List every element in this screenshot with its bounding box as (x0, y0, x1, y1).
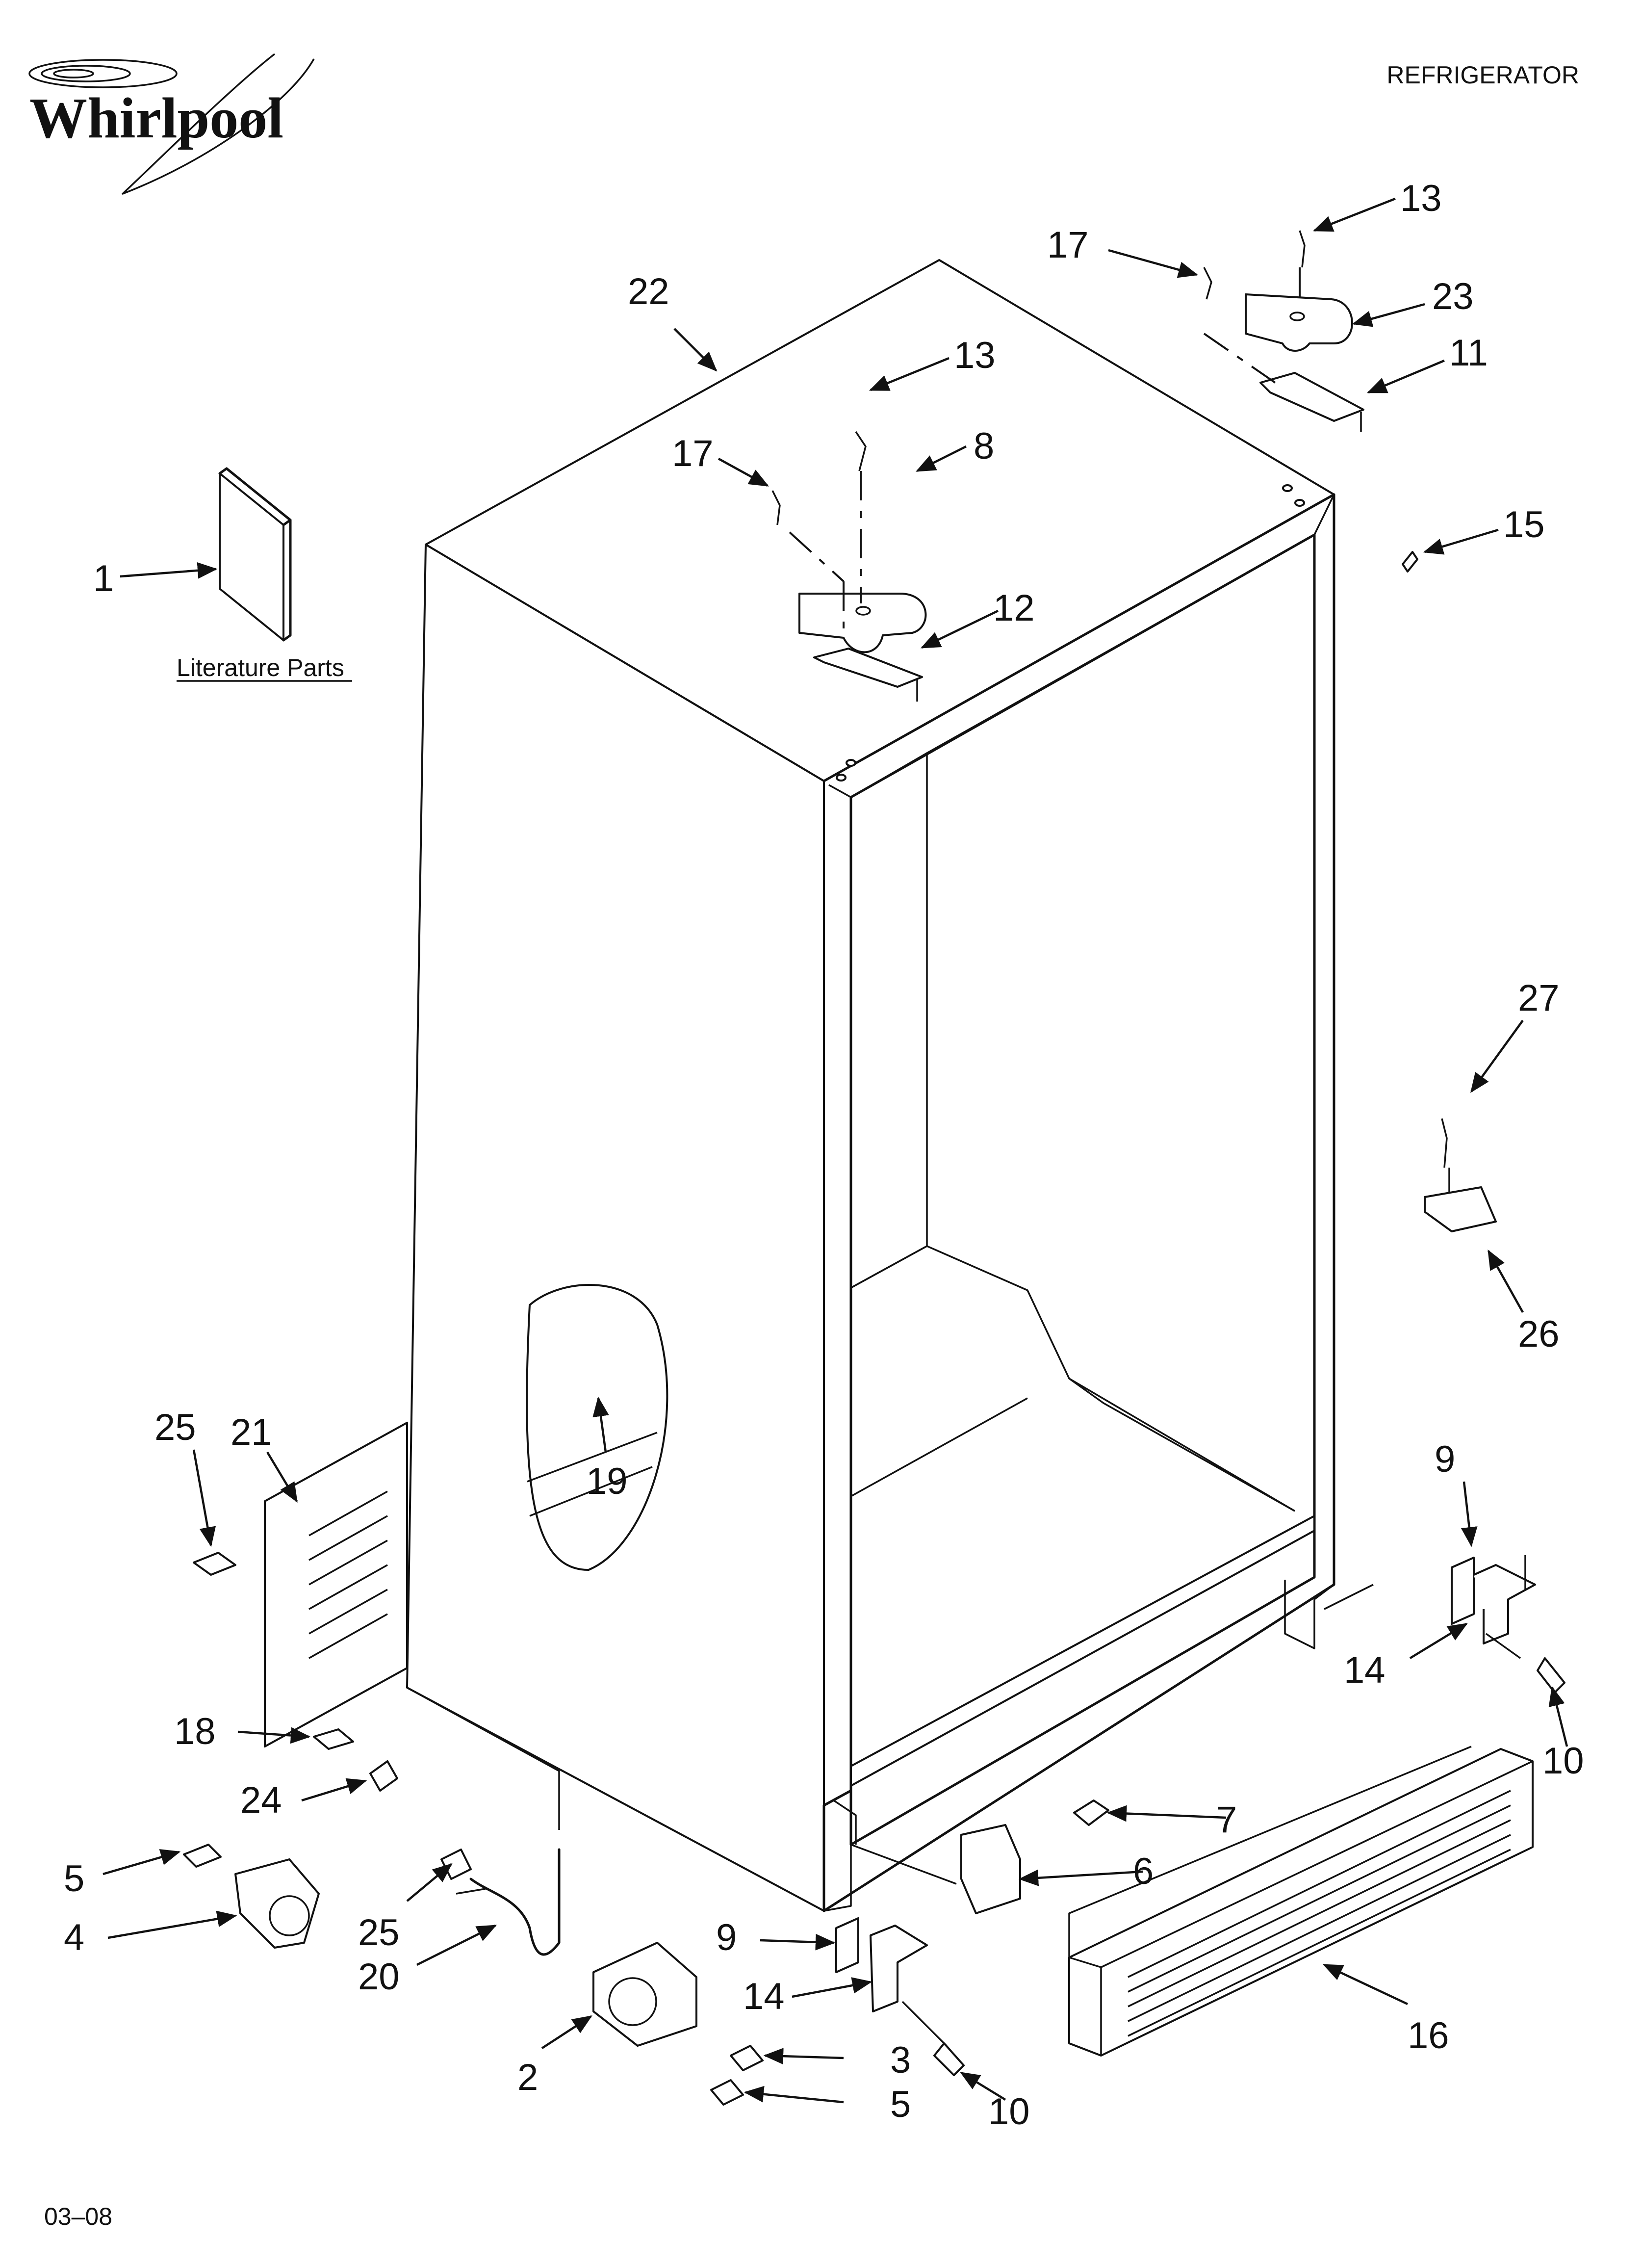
grille-kickplate (1068, 1746, 1534, 2057)
screw-13-right (1299, 230, 1306, 268)
lower-left-hardware (183, 1728, 561, 1956)
callout-13-right: 13 (1400, 178, 1442, 219)
door-stop-bracket (1424, 1118, 1497, 1232)
screw-5-left (183, 1844, 222, 1868)
callout-13-center: 13 (954, 335, 996, 376)
top-hinge-right (1203, 230, 1418, 573)
leader-lines (103, 197, 1568, 2104)
lower-center-bracket (960, 1799, 1109, 1914)
screw-3 (730, 2045, 764, 2071)
callout-24: 24 (240, 1779, 282, 1821)
callout-6: 6 (1133, 1851, 1154, 1892)
screw-25-front (440, 1849, 472, 1880)
screw-17-right (1203, 267, 1212, 300)
roller-2 (592, 1942, 697, 2047)
callout-15: 15 (1503, 504, 1545, 546)
callout-5-left: 5 (64, 1858, 84, 1900)
callout-9-bottom: 9 (716, 1917, 737, 1958)
screw-13-center (855, 431, 867, 471)
callout-2: 2 (517, 2057, 538, 2098)
callout-18: 18 (174, 1711, 216, 1752)
callout-19: 19 (586, 1460, 628, 1502)
callout-22: 22 (628, 271, 669, 313)
callout-25-front: 25 (358, 1912, 400, 1954)
callout-12: 12 (993, 587, 1035, 629)
callout-1: 1 (93, 558, 114, 600)
bottom-center-hardware (592, 1917, 965, 2106)
callout-5-bottom: 5 (890, 2084, 911, 2125)
rear-access-cover (193, 1422, 408, 1747)
callout-17-right: 17 (1047, 224, 1089, 266)
date-code: 03–08 (44, 2203, 112, 2230)
callout-11: 11 (1449, 332, 1488, 374)
screw-5-bottom (710, 2079, 744, 2106)
callout-20: 20 (358, 1956, 400, 1998)
hinge-bracket-right (1259, 372, 1364, 422)
clip-24 (369, 1760, 398, 1792)
hinge-pin-15 (1402, 551, 1418, 573)
refrigerator-cabinet (406, 259, 1335, 1912)
callout-27: 27 (1518, 977, 1560, 1019)
callout-7: 7 (1216, 1799, 1237, 1841)
brand-wordmark: Whirlpool (29, 86, 283, 150)
callout-3: 3 (890, 2039, 911, 2081)
screw-10-right (1537, 1657, 1565, 1694)
shim-9-bottom (835, 1917, 859, 1973)
callout-25-rear: 25 (154, 1407, 196, 1448)
callout-14-right: 14 (1344, 1649, 1385, 1691)
product-title: REFRIGERATOR (1386, 61, 1579, 89)
callout-numbers: 1 2 3 4 5 5 6 7 8 9 9 10 10 11 12 13 13 … (64, 178, 1584, 2133)
drain-tube-20 (469, 1848, 561, 1956)
callout-8: 8 (974, 425, 994, 467)
callout-23: 23 (1432, 276, 1474, 317)
callout-21: 21 (231, 1411, 272, 1453)
screw-7 (1073, 1799, 1109, 1826)
hinge-bracket-center (813, 648, 923, 688)
callout-16: 16 (1408, 2015, 1449, 2057)
literature-caption: Literature Parts (177, 654, 344, 681)
hinge-14-bottom (870, 1925, 928, 2012)
callout-17-center: 17 (672, 433, 714, 474)
callout-4: 4 (64, 1917, 84, 1958)
hinge-cover-right (1245, 293, 1353, 352)
callout-14-bottom: 14 (743, 1976, 785, 2017)
roller-4 (234, 1858, 320, 1949)
callout-10-right: 10 (1542, 1740, 1584, 1782)
callout-10-bottom: 10 (988, 2091, 1030, 2133)
literature-parts: Literature Parts (177, 467, 352, 682)
callout-9-right: 9 (1435, 1438, 1455, 1480)
top-hinge-center (771, 431, 927, 782)
screw-27 (1441, 1118, 1448, 1168)
hinge-cover-center (798, 593, 927, 653)
callout-26: 26 (1518, 1313, 1560, 1355)
screw-18 (313, 1728, 354, 1750)
whirlpool-logo: Whirlpool (28, 53, 315, 195)
screw-17-center (771, 490, 781, 525)
screw-25-rear (193, 1552, 236, 1576)
screw-10-bottom (933, 2042, 965, 2076)
